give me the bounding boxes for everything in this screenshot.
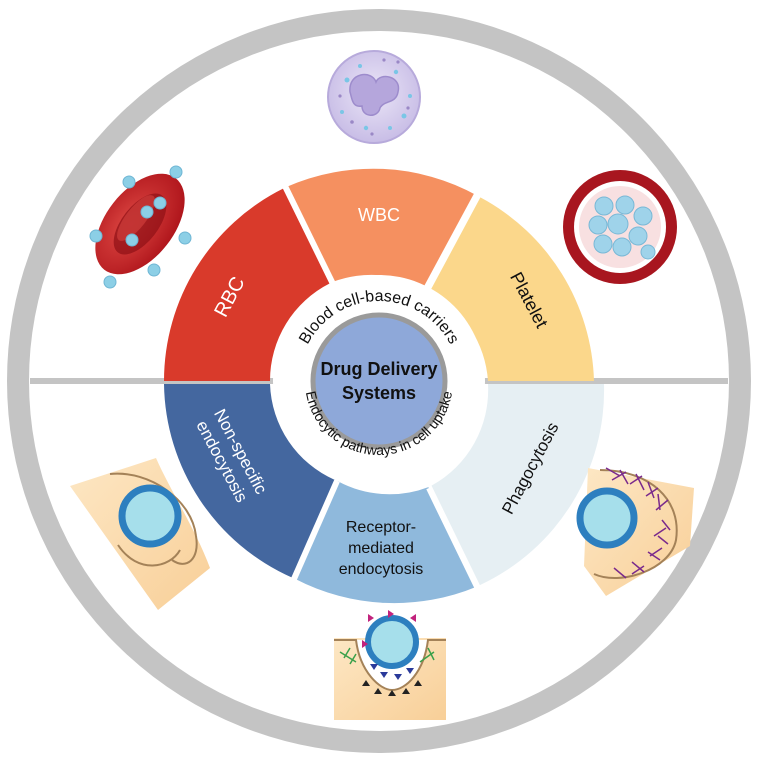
center-circle	[310, 312, 448, 450]
label-receptor-line2: mediated	[348, 540, 414, 557]
outer-ring	[7, 9, 751, 753]
segment-receptor	[294, 481, 477, 604]
phagocytosis-icon	[576, 467, 694, 596]
center-title-line2: Systems	[342, 383, 416, 403]
label-wbc: WBC	[358, 205, 400, 225]
segment-phagocytosis	[431, 384, 605, 586]
receptor-mediated-endocytosis-icon	[334, 610, 446, 720]
white-blood-cell-icon	[327, 50, 421, 144]
nonspecific-endocytosis-icon	[70, 458, 210, 610]
red-blood-cell-icon	[89, 165, 192, 289]
segment-rbc	[164, 188, 330, 381]
label-receptor-line3: endocytosis	[339, 561, 424, 578]
segment-platelet	[429, 197, 594, 381]
segment-nonspecific	[164, 384, 335, 578]
label-receptor-line1: Receptor-	[346, 519, 416, 536]
segment-gaps	[280, 180, 485, 597]
blood-vessel-platelets-icon	[563, 170, 677, 284]
segment-wbc	[286, 168, 478, 290]
center-title-line1: Drug Delivery	[320, 359, 437, 379]
